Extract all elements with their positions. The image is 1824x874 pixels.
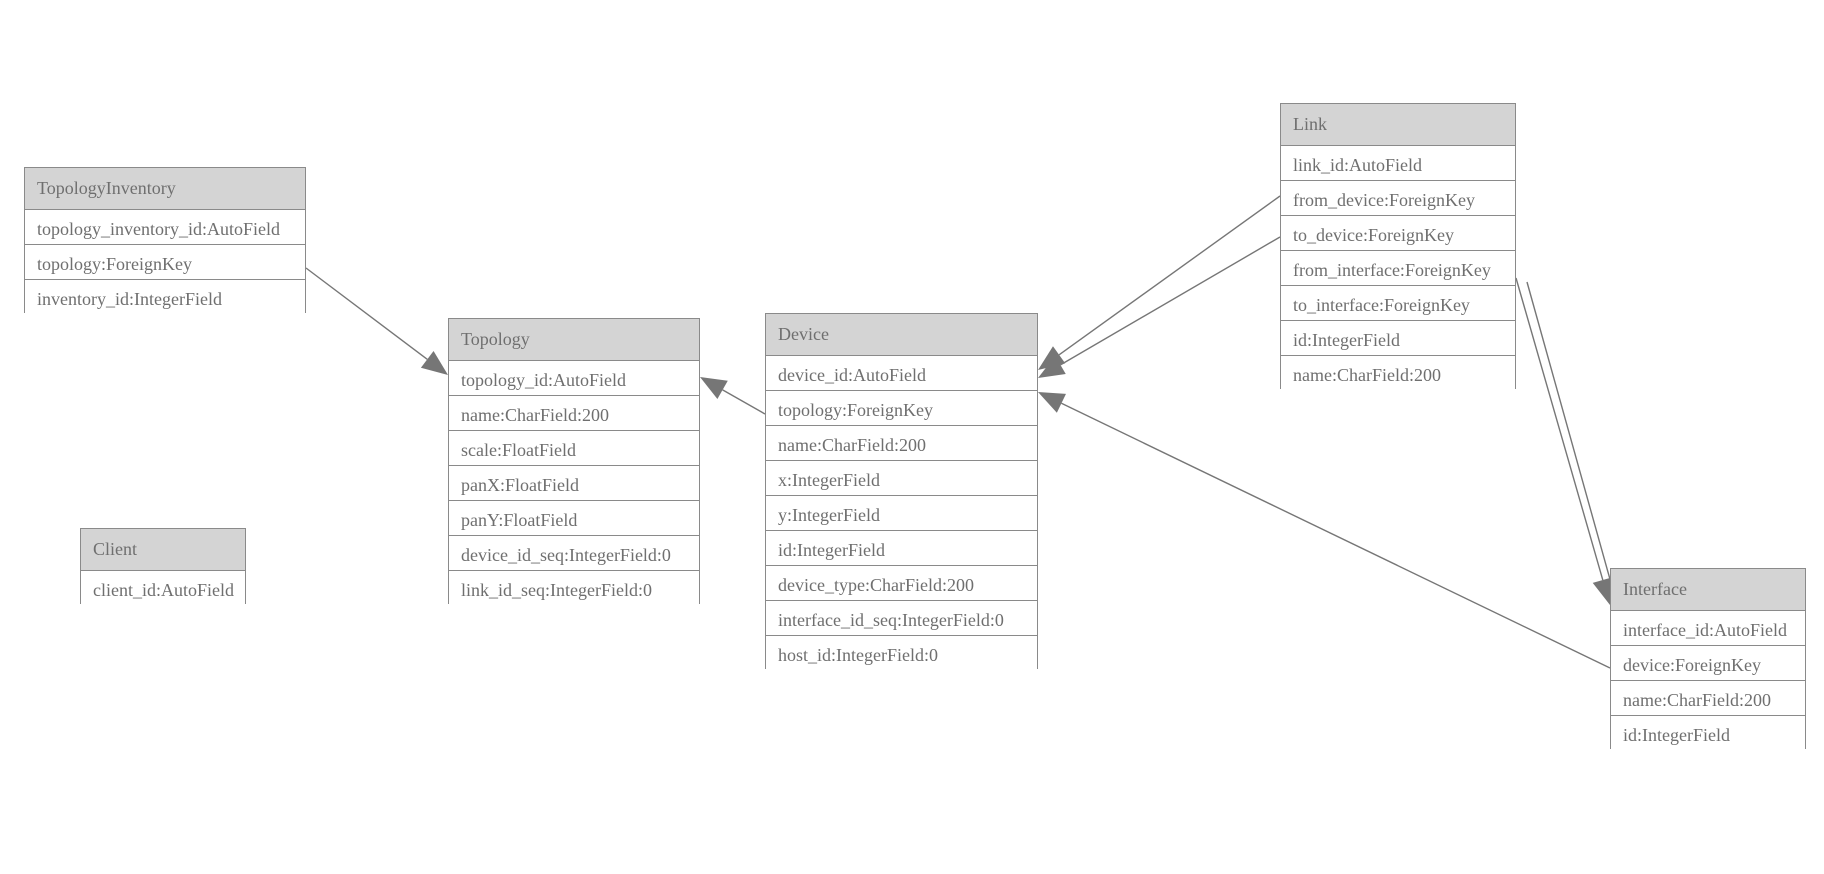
edge-line [1515, 277, 1604, 581]
entity-title: Client [81, 529, 245, 571]
relationship-edge [1526, 281, 1622, 608]
entity-title: Interface [1611, 569, 1805, 611]
edge-line [1058, 195, 1281, 356]
entity-title: TopologyInventory [25, 168, 305, 210]
edge-arrowhead-icon [1038, 355, 1066, 378]
entity-field-row: name:CharField:200 [1611, 681, 1805, 716]
edge-line [1060, 236, 1281, 366]
edge-line [722, 389, 766, 415]
entity-field-row: to_interface:ForeignKey [1281, 286, 1515, 321]
entity-field-row: id:IntegerField [766, 531, 1037, 566]
entity-title: Device [766, 314, 1037, 356]
entity-field-row: y:IntegerField [766, 496, 1037, 531]
relationship-edge [305, 267, 448, 375]
relationship-edge [1038, 392, 1611, 669]
entity-field-row: topology:ForeignKey [766, 391, 1037, 426]
entity-field-row: name:CharField:200 [1281, 356, 1515, 391]
edge-arrowhead-icon [700, 377, 728, 399]
entity-field-row: x:IntegerField [766, 461, 1037, 496]
entity-field-row: topology_inventory_id:AutoField [25, 210, 305, 245]
entity-field-row: interface_id:AutoField [1611, 611, 1805, 646]
entity-field-row: topology_id:AutoField [449, 361, 699, 396]
relationship-edge [1515, 277, 1613, 605]
entity-field-row: inventory_id:IntegerField [25, 280, 305, 315]
entity-field-row: device_id:AutoField [766, 356, 1037, 391]
entity-field-row: scale:FloatField [449, 431, 699, 466]
edge-line [1061, 402, 1611, 669]
relationship-edge [1038, 195, 1281, 370]
entity-field-row: id:IntegerField [1611, 716, 1805, 751]
entity-field-row: device_type:CharField:200 [766, 566, 1037, 601]
edge-line [1526, 281, 1612, 584]
entity-field-row: name:CharField:200 [766, 426, 1037, 461]
edge-arrowhead-icon [1038, 346, 1066, 370]
entity-field-row: client_id:AutoField [81, 571, 245, 606]
entity-field-row: name:CharField:200 [449, 396, 699, 431]
edge-arrowhead-icon [420, 350, 448, 375]
entity-field-row: device:ForeignKey [1611, 646, 1805, 681]
edge-line [305, 267, 428, 360]
entity-field-row: id:IntegerField [1281, 321, 1515, 356]
relationship-edge [700, 377, 766, 415]
entity-field-row: interface_id_seq:IntegerField:0 [766, 601, 1037, 636]
relationship-edge [1038, 236, 1281, 378]
entity-field-row: link_id_seq:IntegerField:0 [449, 571, 699, 606]
entity-field-row: to_device:ForeignKey [1281, 216, 1515, 251]
entity-field-row: panY:FloatField [449, 501, 699, 536]
entity-field-row: host_id:IntegerField:0 [766, 636, 1037, 671]
entity-field-row: from_interface:ForeignKey [1281, 251, 1515, 286]
entity-field-row: from_device:ForeignKey [1281, 181, 1515, 216]
entity-field-row: panX:FloatField [449, 466, 699, 501]
entity-title: Link [1281, 104, 1515, 146]
edge-arrowhead-icon [1038, 392, 1066, 413]
entity-field-row: link_id:AutoField [1281, 146, 1515, 181]
entity-title: Topology [449, 319, 699, 361]
entity-field-row: device_id_seq:IntegerField:0 [449, 536, 699, 571]
entity-field-row: topology:ForeignKey [25, 245, 305, 280]
